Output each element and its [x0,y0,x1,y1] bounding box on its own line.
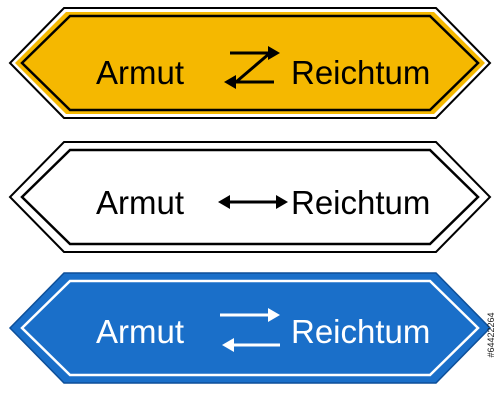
exchange-arrows-icon [220,308,280,352]
zigzag-exchange-icon [224,46,280,89]
sign-white-right-label: Reichtum [291,184,431,221]
sign-blue-shape [8,272,492,384]
double-headed-arrow-icon [218,195,288,209]
sign-white-left-label: Armut [96,184,185,221]
stock-id-watermark: #64422264 [484,290,498,380]
sign-yellow-left-label: Armut [96,54,185,91]
sign-yellow-shape [8,7,492,119]
sign-blue-left-label: Armut [96,313,185,350]
sign-white: Armut Reichtum [8,140,492,254]
sign-blue-right-label: Reichtum [291,313,431,350]
stock-id-text: #64422264 [486,312,496,358]
sign-blue: Armut Reichtum [8,271,492,385]
sign-yellow: Armut Reichtum [8,6,492,120]
sign-white-shape [8,141,492,253]
sign-yellow-right-label: Reichtum [291,54,431,91]
